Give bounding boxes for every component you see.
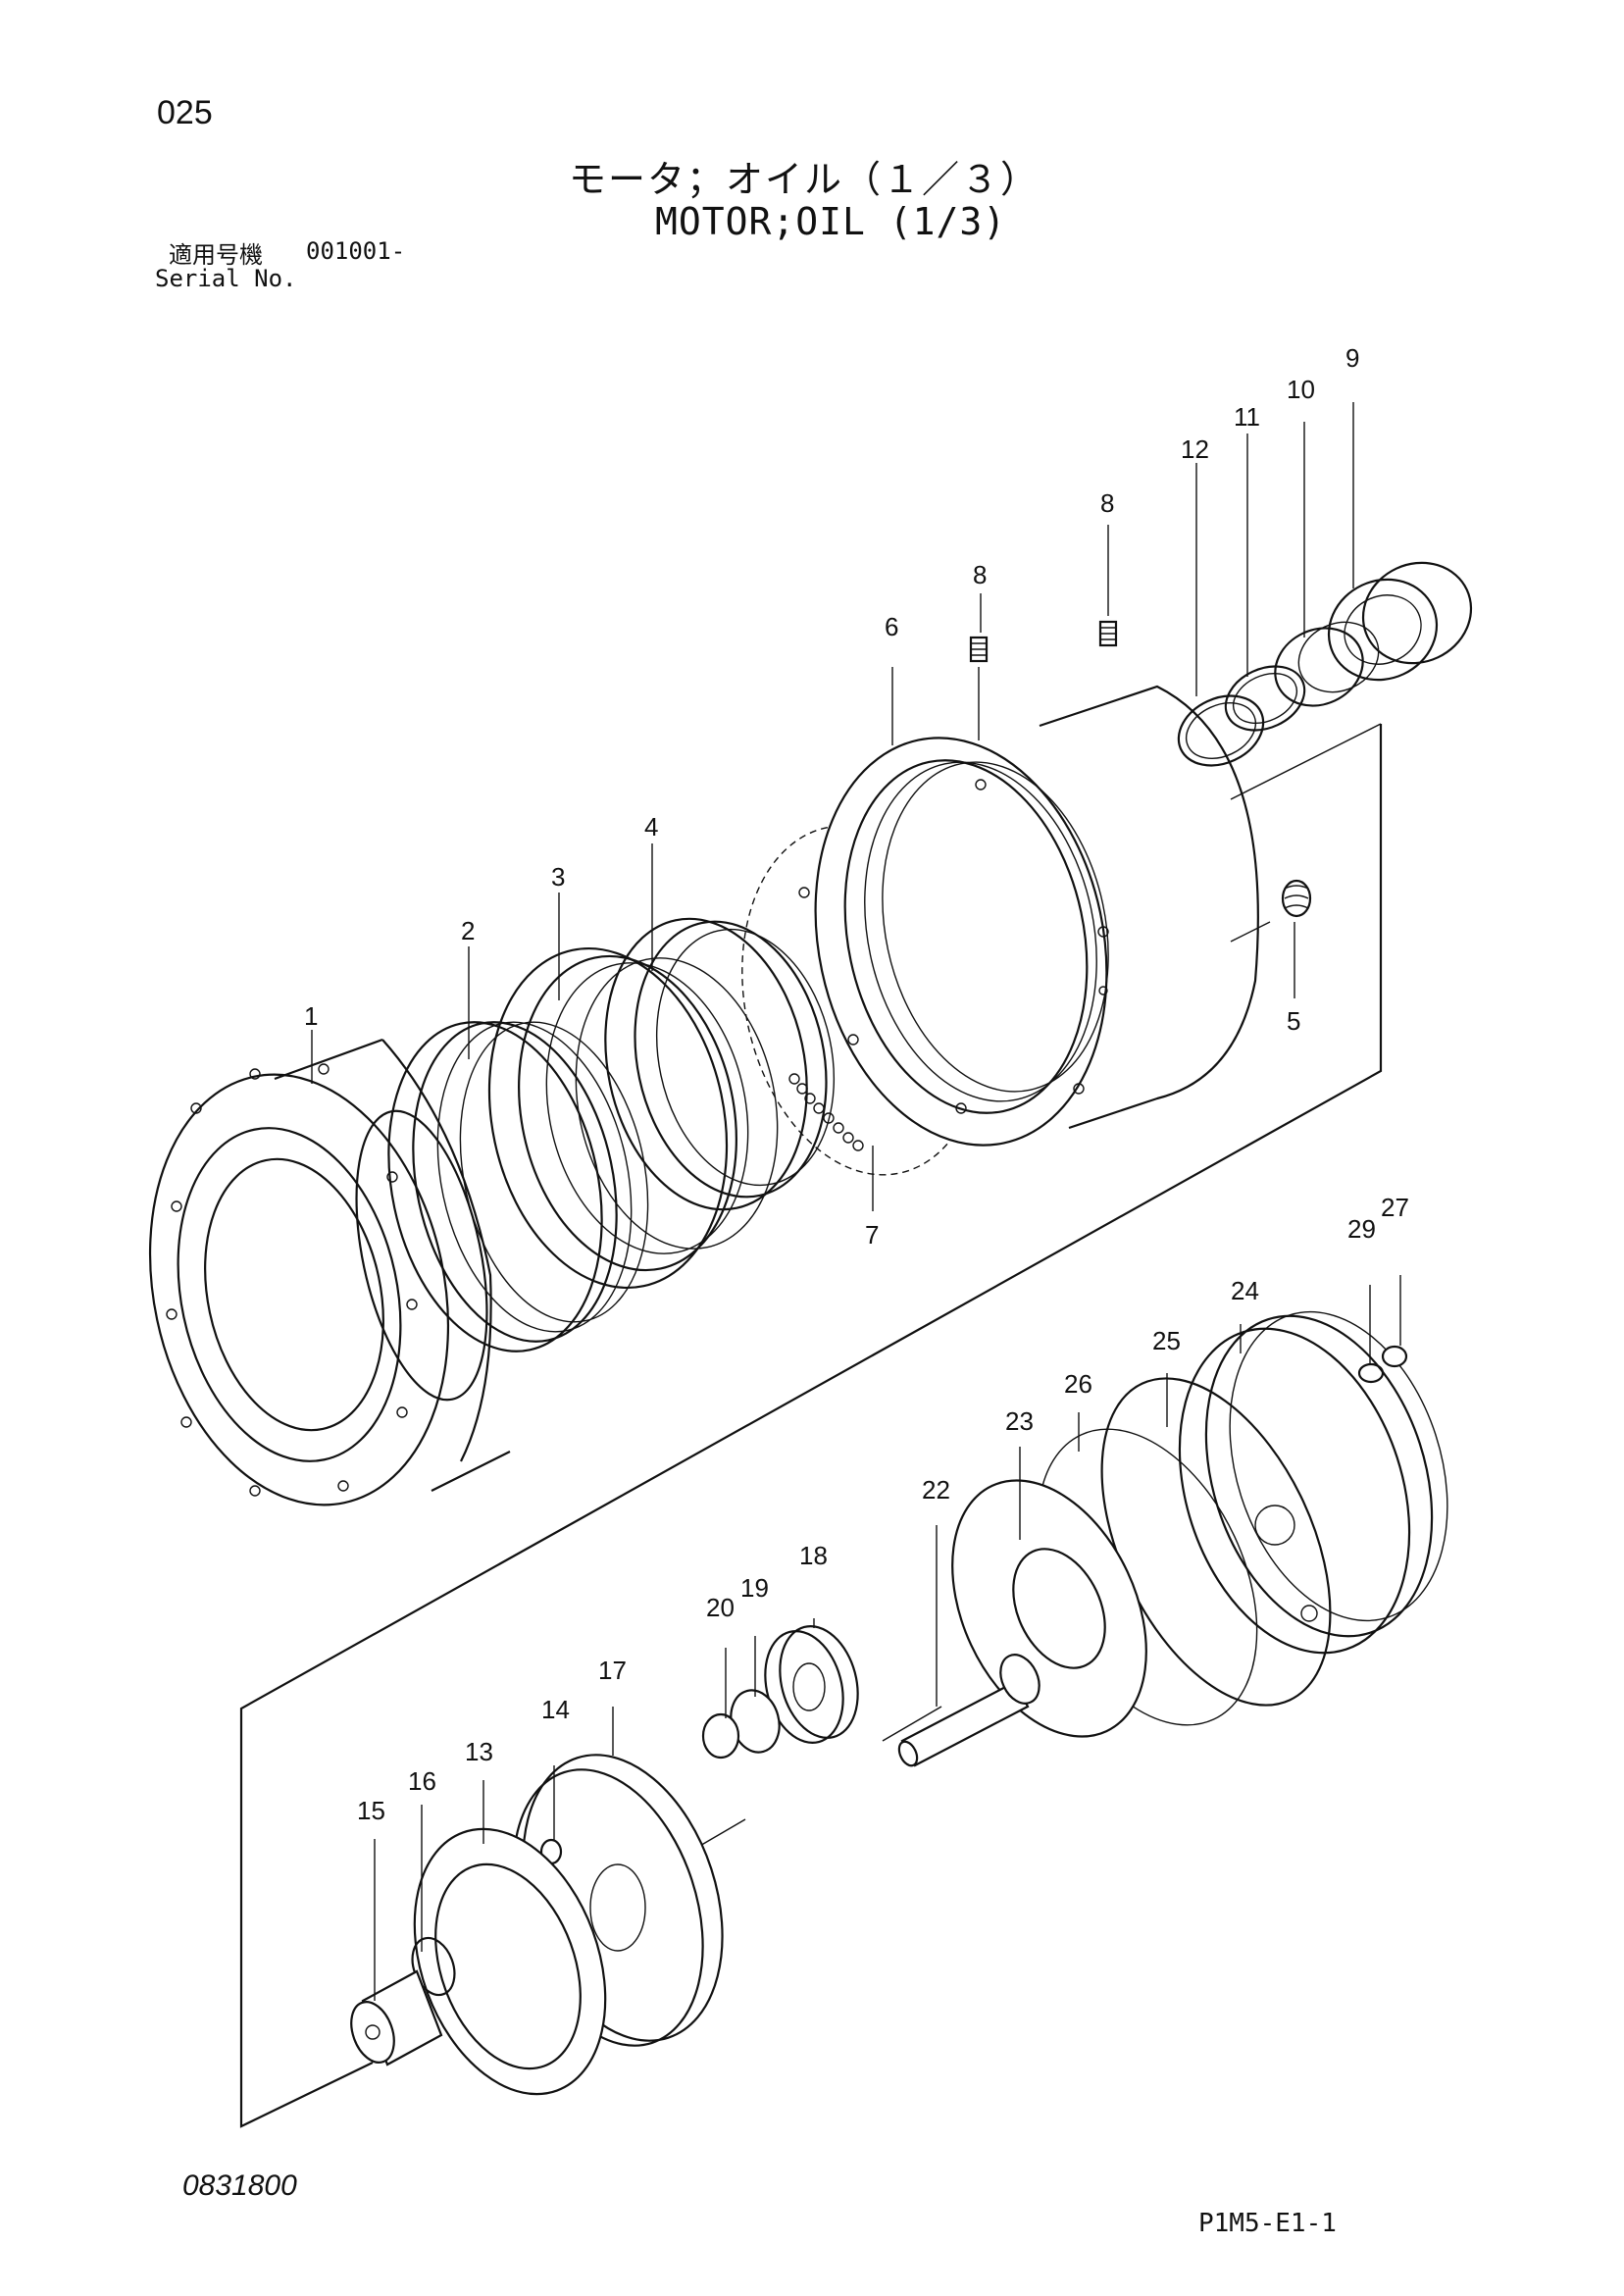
part-4-floating-seal <box>604 917 836 1211</box>
part-6-housing <box>798 685 1259 1147</box>
part-20-bushing <box>701 1712 740 1760</box>
callout-19: 19 <box>740 1573 769 1603</box>
title-japanese: モータ；オイル（１／３） <box>569 158 1040 201</box>
callout-16: 16 <box>408 1766 436 1796</box>
part-8-plug-left <box>969 636 989 740</box>
part-12-ring <box>1177 694 1265 767</box>
drawing-code: 0831800 <box>182 2169 297 2202</box>
callout-8-left: 8 <box>973 560 987 589</box>
callout-18: 18 <box>799 1541 828 1570</box>
callout-9: 9 <box>1345 343 1359 373</box>
callout-14: 14 <box>541 1695 570 1724</box>
part-29-ring <box>1357 1362 1385 1384</box>
serial-label-english: Serial No. <box>155 265 297 292</box>
callout-25: 25 <box>1152 1326 1181 1355</box>
page-reference: P1M5-E1-1 <box>1198 2209 1337 2238</box>
part-15-gear <box>350 1969 443 2066</box>
callout-24: 24 <box>1231 1276 1259 1305</box>
callout-26: 26 <box>1064 1369 1092 1399</box>
callout-7: 7 <box>865 1220 879 1250</box>
part-27-plug <box>1381 1345 1408 1368</box>
callout-11: 11 <box>1234 402 1260 432</box>
part-3-bearing <box>487 946 779 1290</box>
part-18-gear <box>764 1625 859 1744</box>
part-22-shaft <box>897 1654 1040 1767</box>
callout-17: 17 <box>598 1656 627 1685</box>
part-8-plug-right <box>1098 620 1118 647</box>
callout-3: 3 <box>551 862 565 892</box>
callout-1: 1 <box>304 1001 318 1031</box>
callout-10: 10 <box>1287 375 1315 404</box>
callout-15: 15 <box>357 1796 385 1825</box>
callout-5: 5 <box>1287 1006 1300 1036</box>
part-24-cover <box>1178 1310 1448 1655</box>
callout-4: 4 <box>644 812 658 842</box>
callout-29: 29 <box>1347 1214 1376 1244</box>
callout-13: 13 <box>465 1737 493 1766</box>
callout-20: 20 <box>706 1593 735 1622</box>
leader-lines <box>311 402 1401 2001</box>
callout-23: 23 <box>1005 1406 1034 1436</box>
page-number: 025 <box>157 94 213 131</box>
serial-number-range: 001001- <box>306 237 406 265</box>
callout-labels: 1 2 3 4 5 6 7 8 8 9 10 11 12 13 14 15 16… <box>304 343 1409 1825</box>
part-11-ring <box>1224 665 1306 732</box>
callout-27: 27 <box>1381 1193 1409 1222</box>
callout-22: 22 <box>922 1475 950 1505</box>
callout-6: 6 <box>885 612 898 641</box>
callout-12: 12 <box>1181 434 1209 464</box>
part-2-seal-ring <box>387 1021 649 1352</box>
part-1-flange-hub <box>148 1038 511 1506</box>
part-10-bearing <box>1274 621 1380 707</box>
part-9-bearing <box>1327 561 1473 682</box>
callout-8-right: 8 <box>1100 488 1114 518</box>
part-5-plug <box>1281 879 1312 918</box>
part-13-plate <box>413 1827 607 2096</box>
title-english: MOTOR;OIL (1/3) <box>655 200 1007 243</box>
serial-label-japanese: 適用号機 <box>169 241 263 269</box>
callout-2: 2 <box>461 916 475 945</box>
